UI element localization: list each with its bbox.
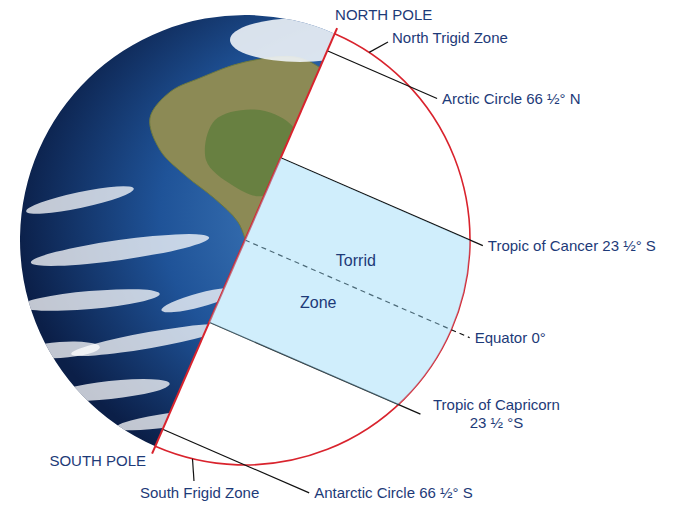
cloud bbox=[49, 375, 170, 405]
band-fill bbox=[209, 158, 470, 405]
latitude-label: Tropic of Cancer 23 ½° S bbox=[488, 237, 656, 255]
leader-line bbox=[369, 42, 388, 52]
zone-label: South Frigid Zone bbox=[140, 484, 259, 502]
cloud bbox=[70, 318, 230, 362]
cloud bbox=[20, 339, 101, 361]
cloud bbox=[19, 285, 160, 315]
torrid-zone-band: TorridZone bbox=[207, 156, 472, 407]
zone-name: Torrid bbox=[336, 251, 376, 270]
arctic-circle-line bbox=[327, 51, 437, 99]
cloud bbox=[115, 405, 226, 434]
zone-label: North Trigid Zone bbox=[392, 29, 508, 47]
latitude-label: Antarctic Circle 66 ½° S bbox=[314, 484, 473, 502]
cloud bbox=[25, 181, 136, 220]
latitude-label: Arctic Circle 66 ½° N bbox=[442, 90, 581, 108]
antarctic-circle-line bbox=[163, 429, 309, 493]
leader-line bbox=[192, 459, 194, 481]
pole-label: SOUTH POLE bbox=[49, 452, 146, 470]
latitude-label: Equator 0° bbox=[475, 329, 546, 347]
zone-name: Zone bbox=[300, 293, 336, 312]
pole-label: NORTH POLE bbox=[335, 6, 432, 24]
globe-outline bbox=[155, 34, 470, 465]
cloud bbox=[29, 228, 210, 273]
latitude-label: Tropic of Capricorn 23 ½ °S bbox=[425, 396, 567, 432]
band-shape bbox=[207, 156, 472, 407]
